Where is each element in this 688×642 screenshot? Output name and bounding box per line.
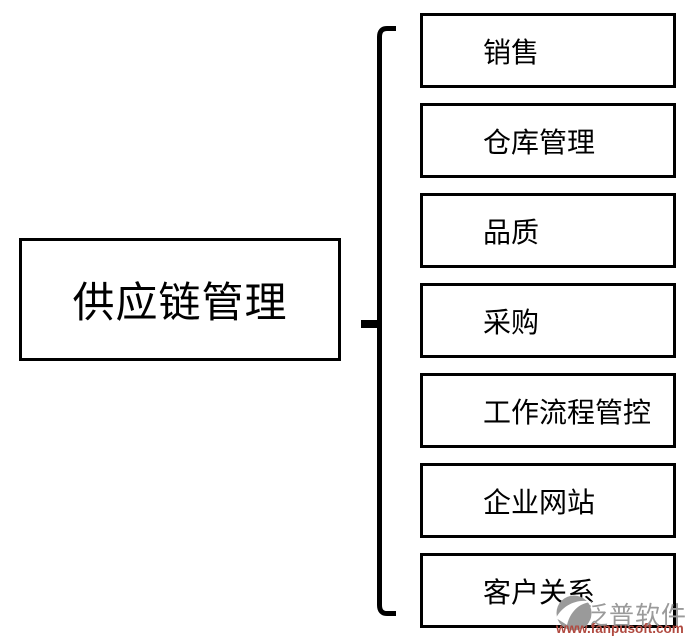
- child-node-workflow-control: 工作流程管控: [420, 373, 676, 448]
- watermark: 泛普软件 www.fanpusoft.com: [552, 590, 688, 640]
- child-node-procurement: 采购: [420, 283, 676, 358]
- child-node-sales: 销售: [420, 13, 676, 88]
- child-node-label: 品质: [483, 216, 540, 248]
- brace-path: [377, 26, 396, 616]
- watermark-url-text: www.fanpusoft.com: [556, 621, 684, 636]
- child-node-warehouse-management: 仓库管理: [420, 103, 676, 178]
- child-node-label: 仓库管理: [483, 126, 596, 158]
- fanpu-logo-icon: [556, 595, 593, 631]
- watermark-brand-text: 泛普软件: [583, 602, 688, 630]
- child-node-label: 企业网站: [483, 486, 596, 518]
- child-node-label: 工作流程管控: [483, 396, 652, 428]
- child-node-quality: 品质: [420, 193, 676, 268]
- child-node-enterprise-website: 企业网站: [420, 463, 676, 538]
- root-node-supply-chain: 供应链管理: [19, 238, 341, 361]
- child-node-label: 采购: [483, 306, 540, 338]
- root-node-label: 供应链管理: [72, 279, 288, 326]
- child-node-label: 销售: [483, 36, 540, 68]
